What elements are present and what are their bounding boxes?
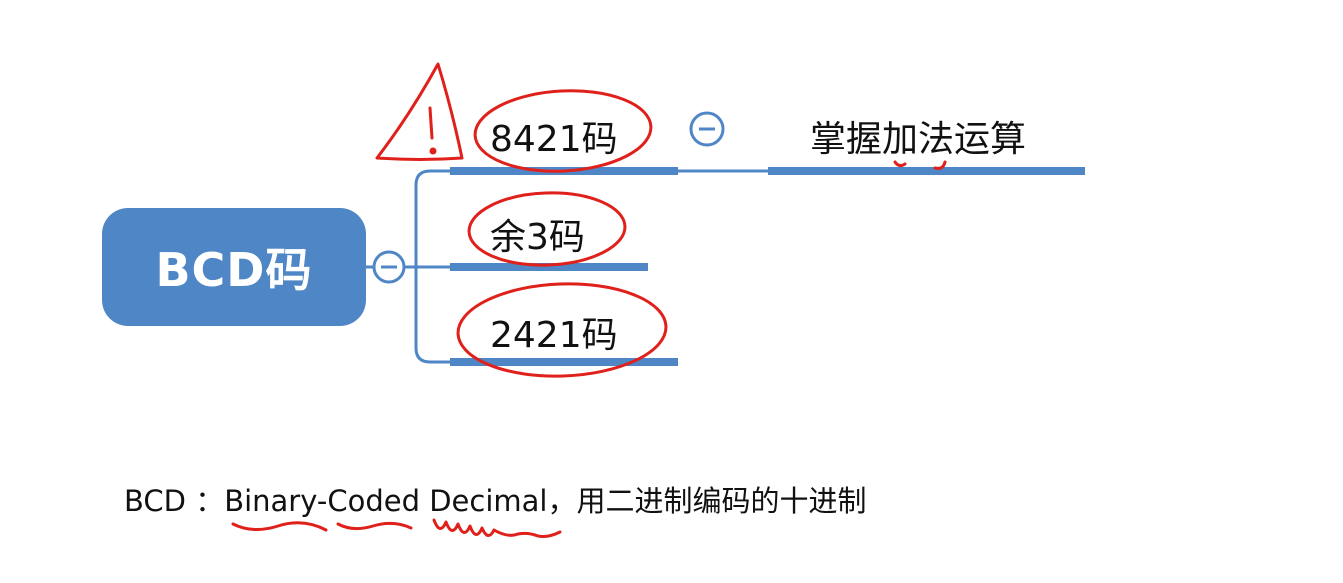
- highlight-circle-2421: [456, 282, 668, 378]
- underline-decimal: [432, 518, 562, 538]
- underline-coded: [336, 521, 413, 531]
- branch-label-yu3[interactable]: 余3码: [490, 217, 585, 258]
- underline-binary: [231, 521, 328, 532]
- root-node[interactable]: BCD码: [102, 208, 366, 326]
- root-label: BCD码: [155, 243, 313, 297]
- footnote-description: 用二进制编码的十进制: [576, 484, 867, 518]
- warning-icon: [375, 62, 464, 161]
- footnote-comma: ，: [547, 484, 577, 518]
- branch-8421-collapse-icon[interactable]: [689, 111, 725, 147]
- footnote-separator: ：: [195, 484, 225, 518]
- highlight-circle-8421: [473, 89, 653, 173]
- branch-label-2421[interactable]: 2421码: [490, 315, 618, 356]
- footnote-expansion: Binary-Coded Decimal: [224, 484, 548, 518]
- branch-label-8421[interactable]: 8421码: [490, 119, 618, 160]
- footnote-term: BCD: [124, 484, 186, 518]
- footnote: BCD ：Binary-Coded Decimal，用二进制编码的十进制: [124, 478, 867, 520]
- addition-mark: [893, 160, 907, 168]
- root-collapse-icon[interactable]: [372, 250, 406, 284]
- addition-tick: [933, 160, 947, 170]
- child-label-addition[interactable]: 掌握加法运算: [810, 119, 1027, 160]
- highlight-circle-yu3: [467, 191, 627, 267]
